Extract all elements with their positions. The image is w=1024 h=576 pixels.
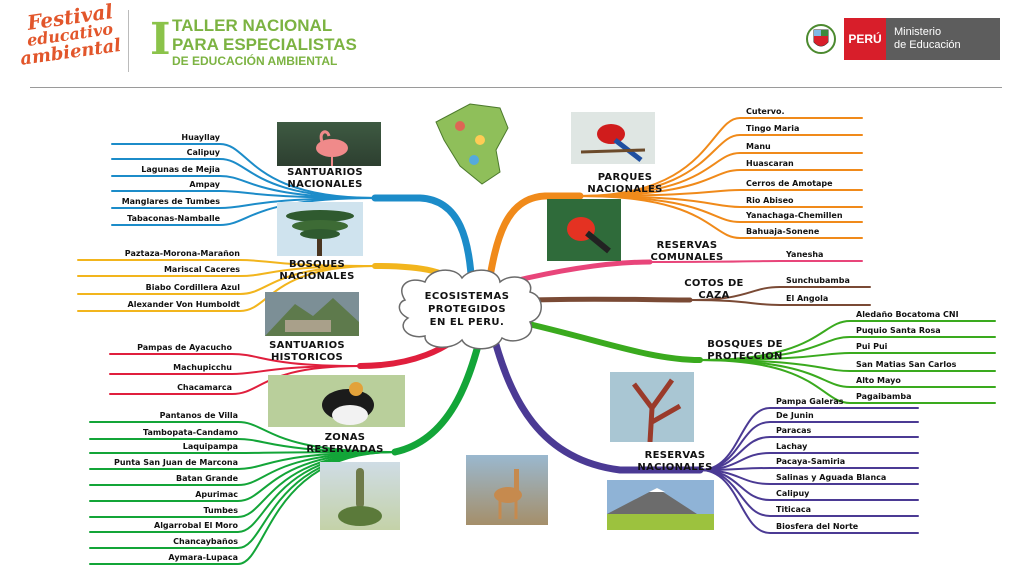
leaf-label-reservas_nacionales: Biosfera del Norte — [776, 522, 859, 531]
leaf-label-parques_nacionales: Cutervo. — [746, 107, 785, 116]
header-rule — [30, 87, 1002, 88]
leaf-label-zonas_reservadas: Batan Grande — [176, 474, 238, 483]
leaf-label-bosques_de_proteccion: San Matias San Carlos — [856, 360, 957, 369]
leaf-label-reservas_comunales: Yanesha — [786, 250, 824, 259]
leaf-line-reservas_nacionales-8 — [699, 469, 919, 534]
cedar-tree-photo — [277, 202, 363, 256]
leaf-label-reservas_nacionales: De Junin — [776, 411, 814, 420]
ministry-label: Ministerio de Educación — [886, 18, 1000, 60]
leaf-label-zonas_reservadas: Chancaybaños — [173, 537, 238, 546]
leaf-line-santuarios_historicos-2 — [109, 365, 361, 395]
center-cloud — [398, 269, 542, 350]
leaf-label-santuarios_nacionales: Lagunas de Mejia — [141, 165, 220, 174]
machupicchu-photo — [265, 292, 359, 336]
leaf-label-parques_nacionales: Bahuaja-Sonene — [746, 227, 820, 236]
leaf-label-santuarios_nacionales: Tabaconas-Namballe — [127, 214, 220, 223]
leaf-label-santuarios_historicos: Chacamarca — [177, 383, 232, 392]
leaf-label-parques_nacionales: Tingo Maria — [746, 124, 800, 133]
ministerio-educacion-logo: PERÚ Ministerio de Educación — [806, 18, 1000, 60]
leaf-label-parques_nacionales: Yanachaga-Chemillen — [746, 211, 843, 220]
leaf-label-bosques_nacionales: Paztaza-Morona-Marañon — [124, 249, 240, 258]
leaf-label-parques_nacionales: Rio Abiseo — [746, 196, 794, 205]
leaf-label-zonas_reservadas: Aymara-Lupaca — [168, 553, 238, 562]
leaf-line-reservas_comunales-0 — [649, 260, 863, 263]
leaf-line-bosques_nacionales-3 — [77, 265, 376, 312]
leaf-line-parques_nacionales-7 — [579, 195, 863, 239]
leaf-label-bosques_nacionales: Mariscal Caceres — [163, 265, 240, 274]
peru-label: PERÚ — [844, 18, 886, 60]
leaf-label-santuarios_nacionales: Manglares de Tumbes — [121, 197, 220, 206]
peru-coat-of-arms-icon — [806, 24, 836, 54]
leaf-label-parques_nacionales: Huascaran — [746, 159, 794, 168]
leaf-label-reservas_nacionales: Salinas y Aguada Blanca — [776, 473, 887, 482]
leaf-label-santuarios_nacionales: Calipuy — [186, 148, 220, 157]
scarlet-macaw-photo — [571, 112, 655, 164]
leaf-label-bosques_nacionales: Biabo Cordillera Azul — [145, 283, 240, 292]
leaf-line-zonas_reservadas-9 — [89, 451, 396, 565]
leaf-line-santuarios_nacionales-5 — [111, 197, 376, 226]
tree-photo — [610, 372, 694, 442]
leaf-label-santuarios_historicos: Pampas de Ayacucho — [137, 343, 232, 352]
leaf-label-bosques_nacionales: Alexander Von Humboldt — [127, 300, 240, 309]
leaf-label-bosques_de_proteccion: Aledaño Bocatoma CNI — [856, 310, 959, 319]
header: Festival educativo ambiental I TALLER NA… — [0, 0, 1024, 90]
volcano-photo — [607, 480, 714, 530]
flamingo-photo — [277, 122, 381, 166]
leaf-label-parques_nacionales: Manu — [746, 142, 771, 151]
puya-raimondii-photo — [320, 462, 400, 530]
leaf-line-cotos_de_caza-1 — [689, 299, 871, 306]
leaf-label-reservas_nacionales: Titicaca — [776, 505, 812, 514]
leaf-label-zonas_reservadas: Apurimac — [195, 490, 238, 499]
leaf-line-reservas_nacionales-4 — [699, 467, 919, 471]
leaf-label-cotos_de_caza: El Angola — [786, 294, 829, 303]
header-divider — [128, 10, 129, 72]
trunk-reservas-nacionales — [488, 326, 704, 474]
leaf-label-zonas_reservadas: Laquipampa — [182, 442, 238, 451]
vicuna-photo — [466, 455, 548, 525]
leaf-label-santuarios_historicos: Machupicchu — [173, 363, 232, 372]
leaf-label-bosques_de_proteccion: Puquio Santa Rosa — [856, 326, 941, 335]
leaf-label-zonas_reservadas: Tambopata-Candamo — [143, 428, 238, 437]
trunk-bosques-de-proteccion — [517, 319, 703, 363]
leaf-label-bosques_de_proteccion: Alto Mayo — [856, 376, 901, 385]
leaf-label-bosques_de_proteccion: Pagaibamba — [856, 392, 912, 401]
leaf-label-reservas_nacionales: Paracas — [776, 426, 812, 435]
trunk-parques-nacionales — [484, 192, 584, 292]
leaf-label-cotos_de_caza: Sunchubamba — [786, 276, 850, 285]
leaf-label-reservas_nacionales: Lachay — [776, 442, 808, 451]
peru-map-photo — [430, 100, 526, 186]
leaf-line-bosques_de_proteccion-5 — [699, 359, 996, 404]
leaf-label-santuarios_nacionales: Ampay — [189, 180, 220, 189]
trunk-reservas-comunales — [507, 259, 653, 285]
cock-of-the-rock-photo — [547, 199, 621, 261]
leaf-label-zonas_reservadas: Punta San Juan de Marcona — [113, 458, 238, 467]
leaf-label-santuarios_nacionales: Huayllay — [181, 133, 220, 142]
leaf-label-reservas_nacionales: Calipuy — [776, 489, 810, 498]
leaf-label-reservas_nacionales: Pampa Galeras — [776, 397, 844, 406]
leaf-label-zonas_reservadas: Algarrobal El Moro — [154, 521, 238, 530]
leaf-label-parques_nacionales: Cerros de Amotape — [746, 179, 833, 188]
leaf-label-bosques_de_proteccion: Pui Pui — [856, 342, 888, 351]
leaf-label-reservas_nacionales: Pacaya-Samiria — [776, 457, 846, 466]
leaf-label-zonas_reservadas: Pantanos de Villa — [159, 411, 238, 420]
leaf-label-zonas_reservadas: Tumbes — [203, 506, 238, 515]
condor-photo — [268, 375, 405, 427]
trunk-cotos-de-caza — [527, 296, 693, 303]
